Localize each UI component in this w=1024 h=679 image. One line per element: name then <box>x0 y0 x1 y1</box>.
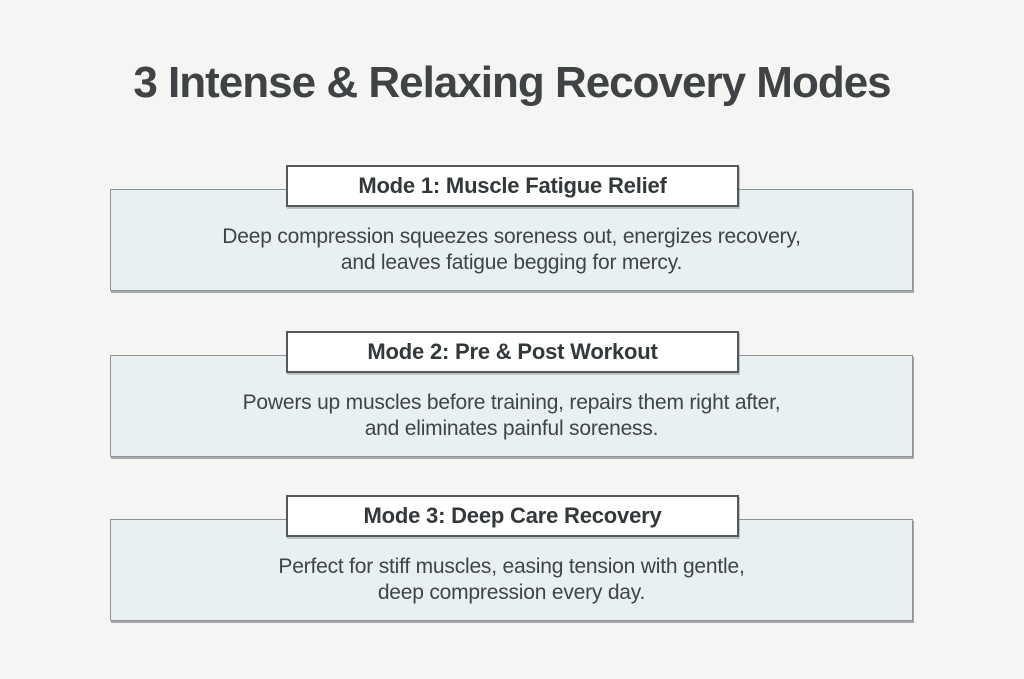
mode-2-header-box: Mode 2: Pre & Post Workout <box>286 331 739 373</box>
mode-2-header-label: Mode 2: Pre & Post Workout <box>367 339 658 364</box>
page-title: 3 Intense & Relaxing Recovery Modes <box>133 58 891 107</box>
mode-3-description-line-1: Perfect for stiff muscles, easing tensio… <box>278 555 745 578</box>
mode-3-description-line-2: deep compression every day. <box>377 581 646 604</box>
mode-3-header-label: Mode 3: Deep Care Recovery <box>363 503 662 528</box>
mode-2-description-line-2: and eliminates painful soreness. <box>364 417 659 440</box>
mode-1-description-line-2: and leaves fatigue begging for mercy. <box>340 251 683 274</box>
mode-2-description-line-1: Powers up muscles before training, repai… <box>242 391 781 414</box>
mode-1-description-line-1: Deep compression squeezes soreness out, … <box>222 225 801 248</box>
mode-1-header-box: Mode 1: Muscle Fatigue Relief <box>286 165 739 207</box>
mode-3-header-box: Mode 3: Deep Care Recovery <box>286 495 739 537</box>
mode-1-header-label: Mode 1: Muscle Fatigue Relief <box>358 173 667 198</box>
